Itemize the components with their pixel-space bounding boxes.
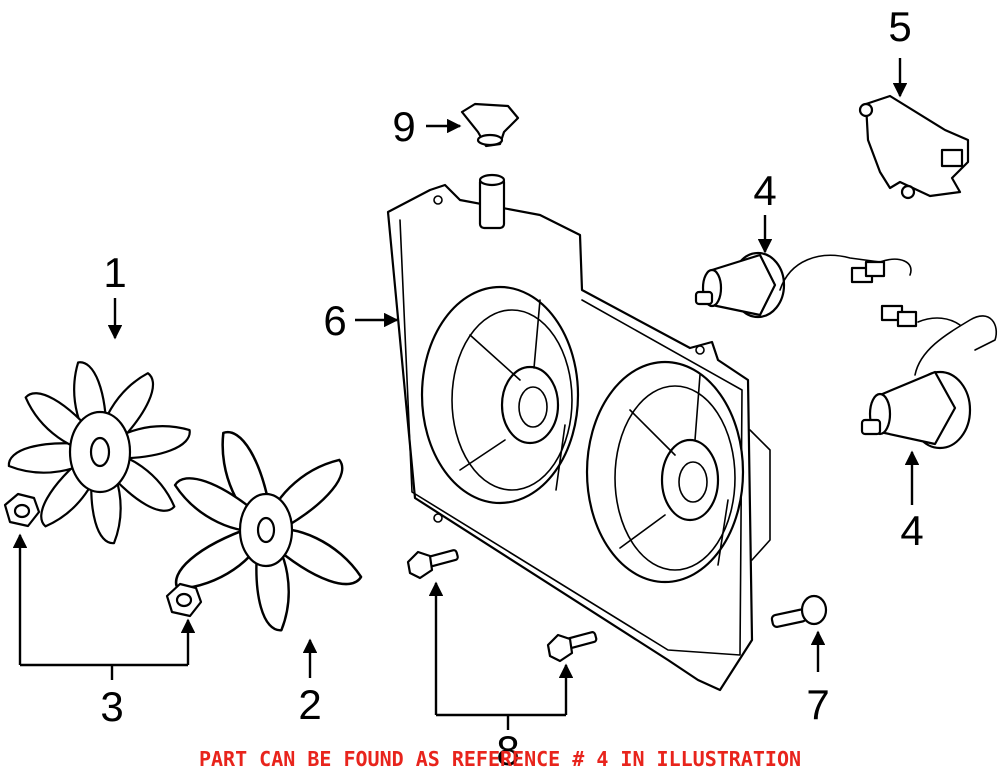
shroud-cap	[460, 102, 520, 148]
screw-left	[406, 549, 459, 580]
callout-4-upper: 4	[753, 167, 777, 214]
callout-7: 7	[806, 681, 830, 728]
leader-lines	[12, 58, 920, 730]
hex-nut-left	[3, 492, 41, 528]
fan-motor-lower	[860, 304, 997, 450]
fan-blade-small	[165, 424, 369, 634]
fan-controller	[858, 94, 970, 200]
reference-caption: PART CAN BE FOUND AS REFERENCE # 4 IN IL…	[198, 747, 802, 771]
screw-right	[546, 631, 598, 663]
fan-blade-large	[6, 358, 194, 546]
callout-2: 2	[298, 681, 322, 728]
callout-9: 9	[392, 103, 416, 150]
callout-1: 1	[103, 249, 127, 296]
callout-5: 5	[888, 3, 912, 50]
callout-3: 3	[100, 683, 124, 730]
callout-4-lower: 4	[900, 507, 924, 554]
callout-8: 8	[496, 727, 520, 774]
fan-shroud	[386, 173, 771, 692]
mounting-bolt	[770, 594, 828, 628]
callout-6: 6	[323, 297, 347, 344]
hex-nut-right	[165, 582, 203, 618]
fan-motor-upper	[694, 251, 912, 319]
